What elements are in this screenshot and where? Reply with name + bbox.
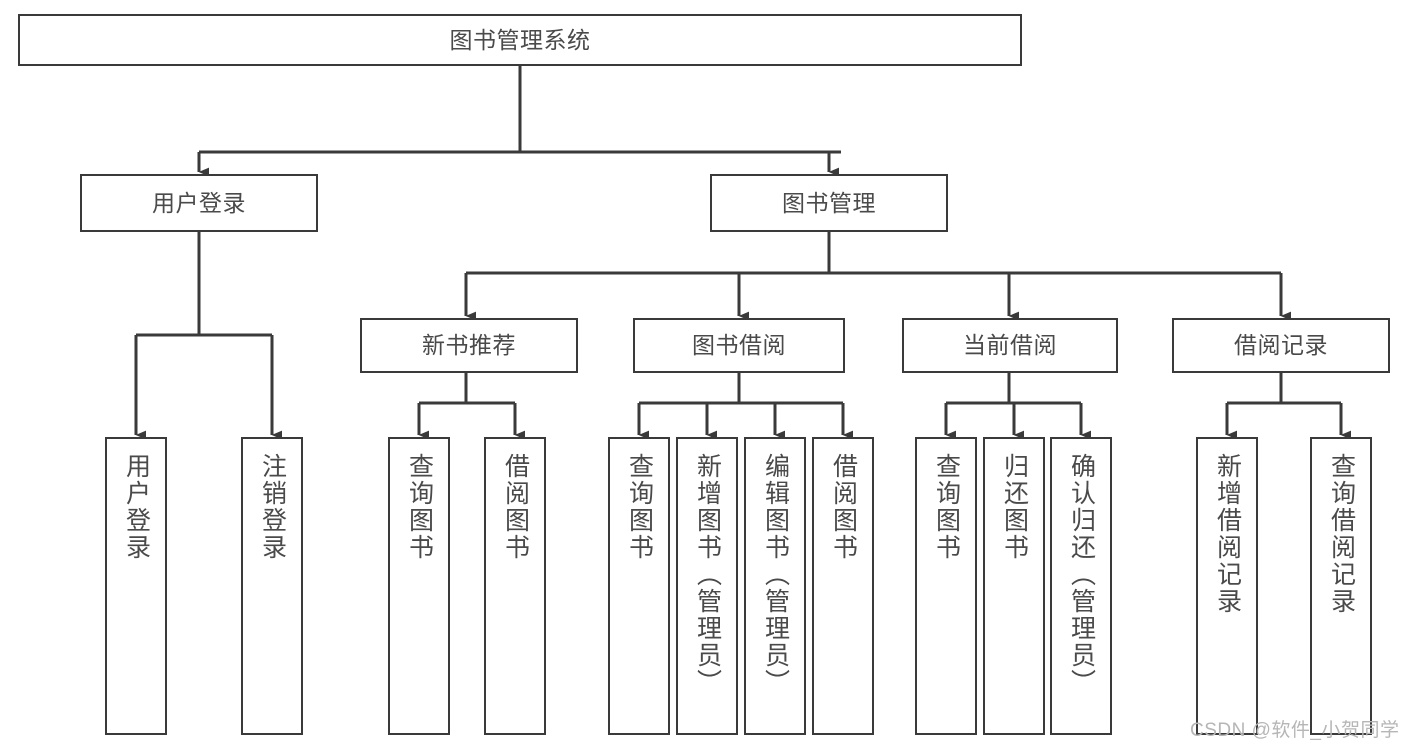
leaf-borrow-book-2-label: 借阅图书 xyxy=(829,453,858,561)
node-root-label: 图书管理系统 xyxy=(449,26,591,53)
node-current-borrow-label: 当前借阅 xyxy=(963,332,1057,359)
node-user-login[interactable]: 用户登录 xyxy=(80,174,318,232)
leaf-query-borrow-record-label: 查询借阅记录 xyxy=(1327,453,1356,615)
leaf-query-book-3[interactable]: 查询图书 xyxy=(915,437,977,735)
leaf-query-book-3-label: 查询图书 xyxy=(932,453,961,561)
node-book-management-label: 图书管理 xyxy=(782,189,876,216)
node-book-borrow-label: 图书借阅 xyxy=(692,332,786,359)
leaf-confirm-return-label: 确认归还（管理员） xyxy=(1067,453,1096,696)
leaf-borrow-book-2[interactable]: 借阅图书 xyxy=(812,437,874,735)
node-book-borrow[interactable]: 图书借阅 xyxy=(633,318,845,373)
leaf-query-book-2[interactable]: 查询图书 xyxy=(608,437,670,735)
leaf-return-book-label: 归还图书 xyxy=(1000,453,1029,561)
leaf-logout-label: 注销登录 xyxy=(258,453,287,561)
node-current-borrow[interactable]: 当前借阅 xyxy=(902,318,1118,373)
node-user-login-label: 用户登录 xyxy=(152,189,246,216)
leaf-query-book-1-label: 查询图书 xyxy=(405,453,434,561)
node-borrow-record-label: 借阅记录 xyxy=(1234,332,1328,359)
leaf-edit-book[interactable]: 编辑图书（管理员） xyxy=(744,437,806,735)
leaf-user-login-label: 用户登录 xyxy=(122,453,151,561)
csdn-watermark: CSDN @软件_小贺同学 xyxy=(1190,720,1400,741)
leaf-query-book-2-label: 查询图书 xyxy=(625,453,654,561)
leaf-confirm-return[interactable]: 确认归还（管理员） xyxy=(1050,437,1112,735)
leaf-query-borrow-record[interactable]: 查询借阅记录 xyxy=(1310,437,1372,735)
leaf-edit-book-label: 编辑图书（管理员） xyxy=(761,453,790,696)
leaf-add-book-label: 新增图书（管理员） xyxy=(693,453,722,696)
node-root[interactable]: 图书管理系统 xyxy=(18,14,1022,66)
node-new-book-recommend-label: 新书推荐 xyxy=(422,332,516,359)
leaf-user-login[interactable]: 用户登录 xyxy=(105,437,167,735)
leaf-borrow-book-1[interactable]: 借阅图书 xyxy=(484,437,546,735)
leaf-return-book[interactable]: 归还图书 xyxy=(983,437,1045,735)
leaf-add-borrow-record-label: 新增借阅记录 xyxy=(1213,453,1242,615)
node-new-book-recommend[interactable]: 新书推荐 xyxy=(360,318,578,373)
leaf-add-book[interactable]: 新增图书（管理员） xyxy=(676,437,738,735)
leaf-logout[interactable]: 注销登录 xyxy=(241,437,303,735)
node-book-management[interactable]: 图书管理 xyxy=(710,174,948,232)
leaf-add-borrow-record[interactable]: 新增借阅记录 xyxy=(1196,437,1258,735)
leaf-borrow-book-1-label: 借阅图书 xyxy=(501,453,530,561)
leaf-query-book-1[interactable]: 查询图书 xyxy=(388,437,450,735)
node-borrow-record[interactable]: 借阅记录 xyxy=(1172,318,1390,373)
